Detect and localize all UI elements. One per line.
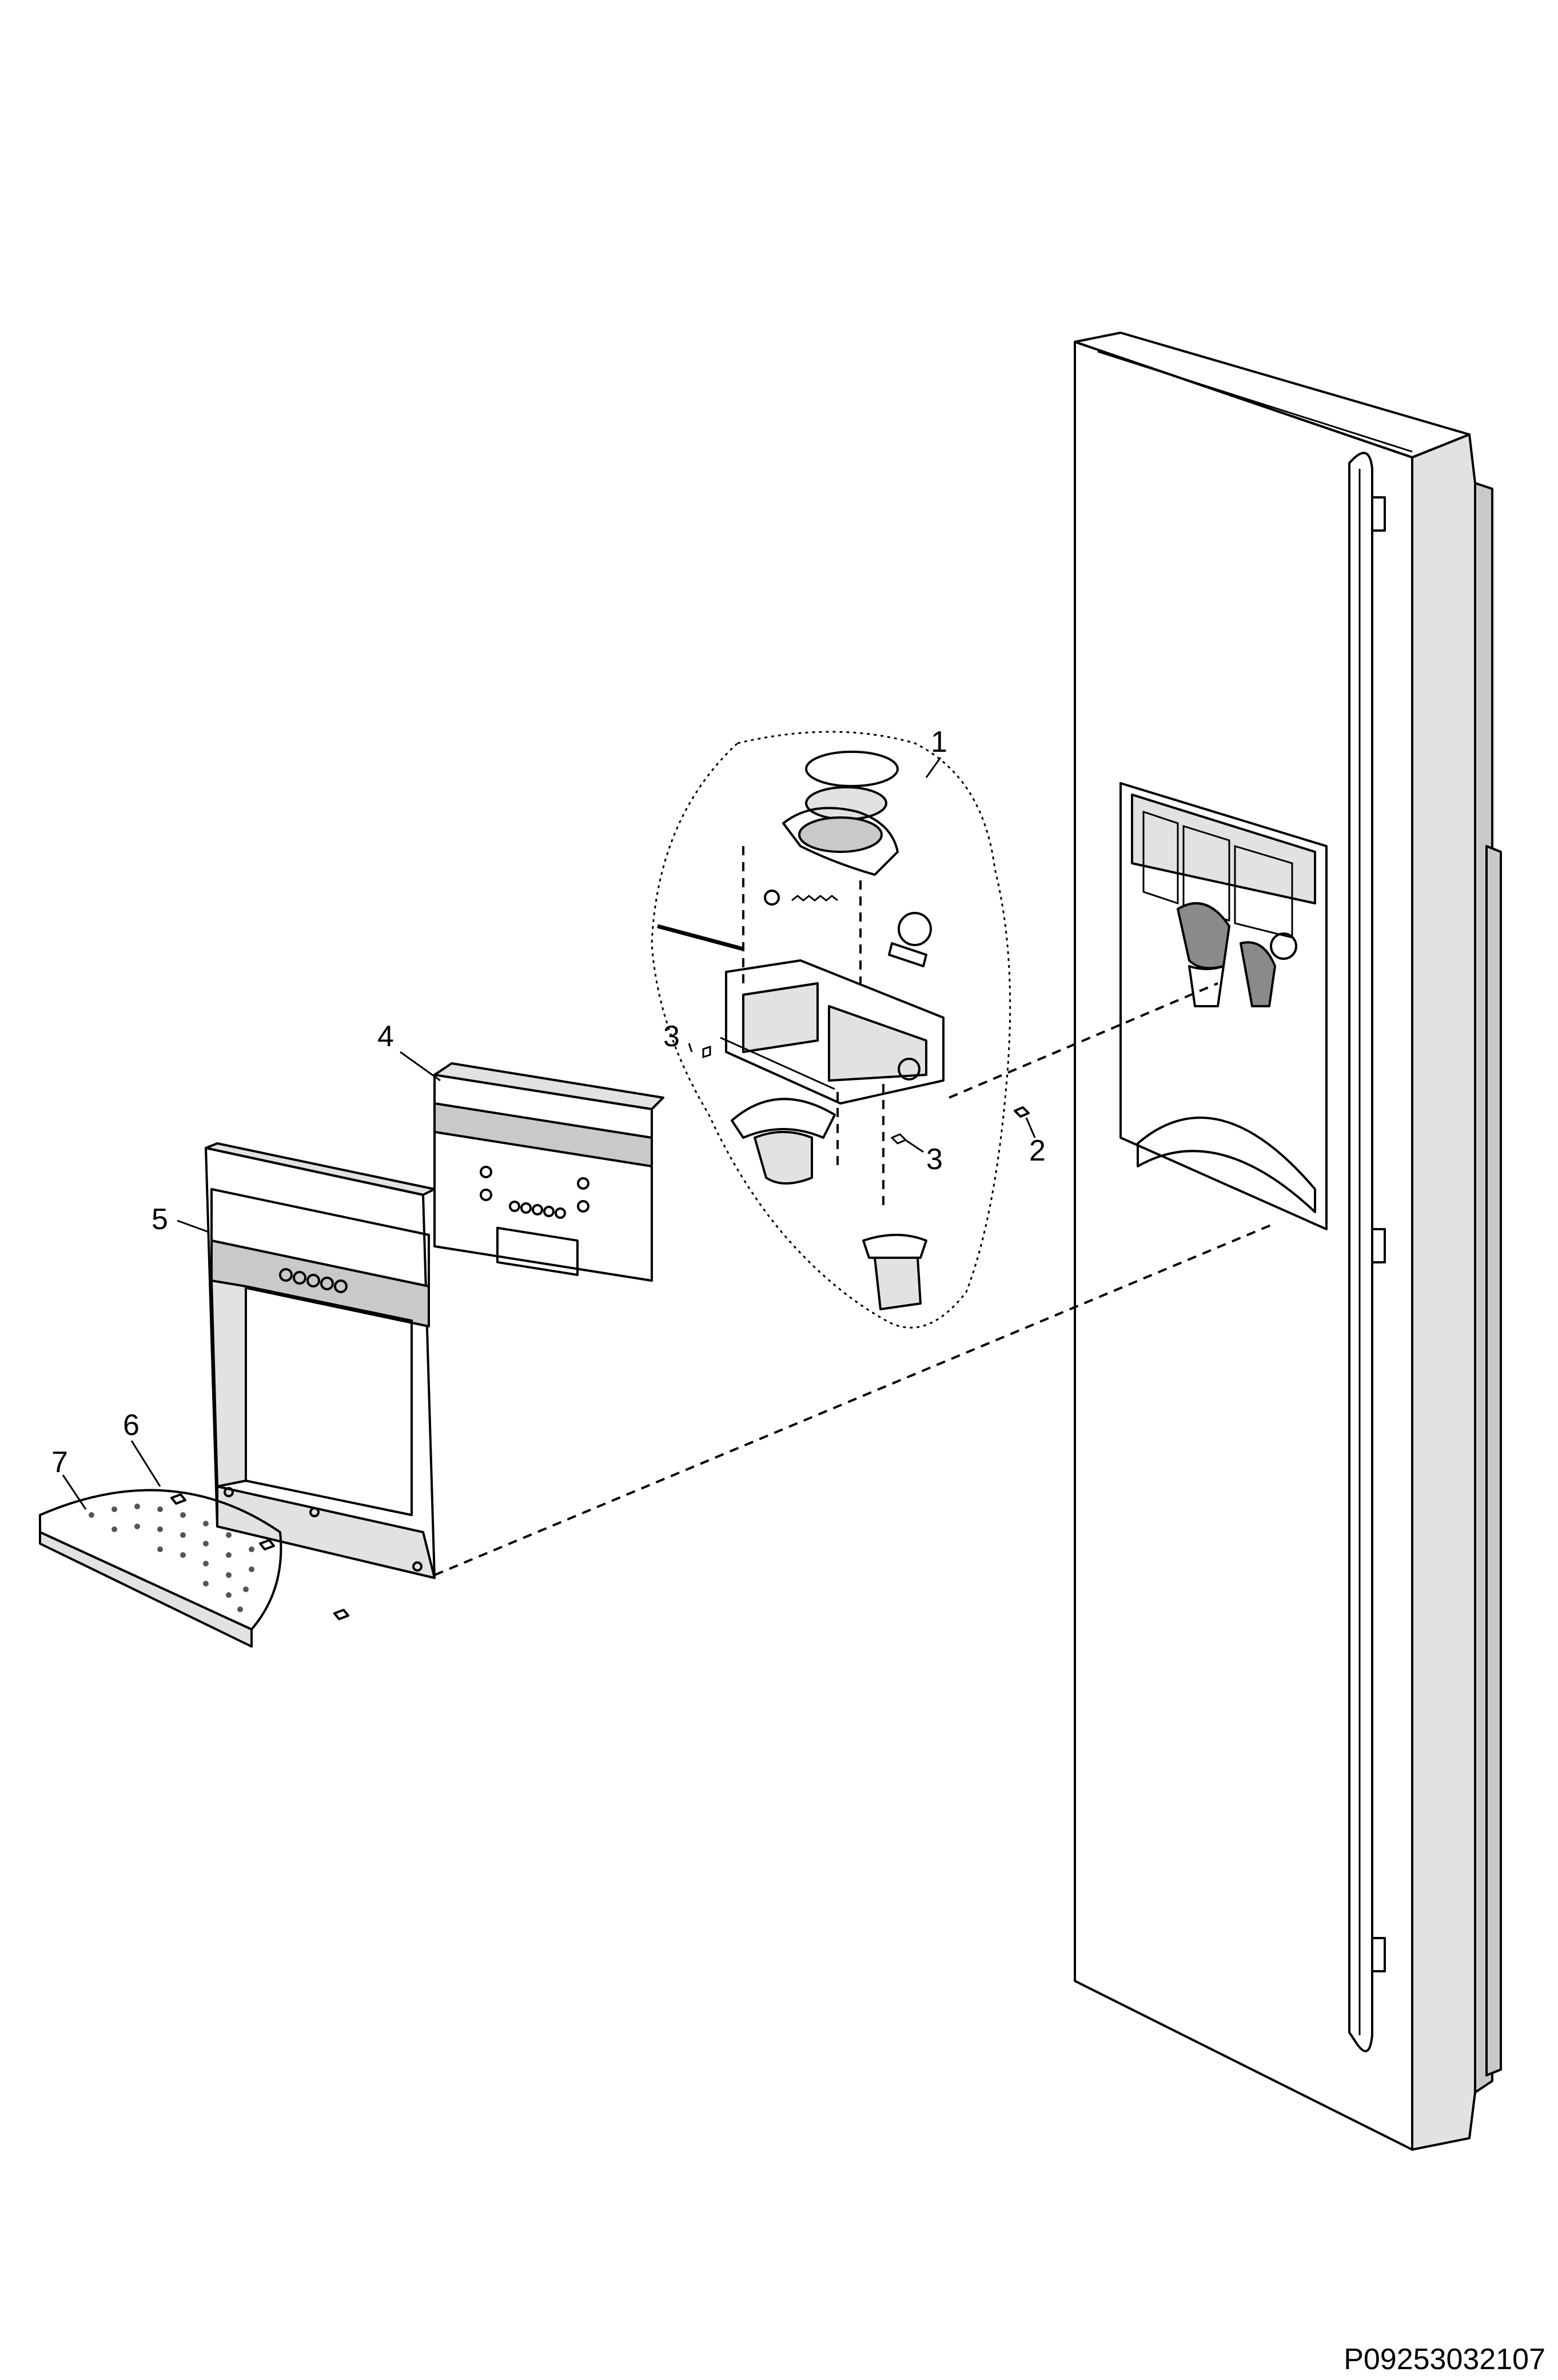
document-code: P09253032107 [1344, 2343, 1545, 2376]
callout-3a: 3 [663, 1020, 680, 1053]
screw-6 [170, 1493, 349, 1620]
assembly-line-upper [949, 982, 1218, 1099]
control-panel [433, 1062, 664, 1282]
refrigerator-door [1074, 332, 1502, 2151]
assembly-line-lower [434, 1222, 1276, 1576]
dispenser-assembly [651, 731, 1011, 1329]
drip-tray [39, 1489, 282, 1648]
callout-6: 6 [123, 1409, 140, 1442]
callout-1: 1 [931, 725, 947, 759]
leader-lines [62, 757, 1036, 1510]
callout-7: 7 [51, 1446, 68, 1479]
dispenser-cover [205, 1142, 436, 1579]
callout-2: 2 [1029, 1134, 1046, 1167]
callout-5: 5 [152, 1203, 168, 1236]
callout-3b: 3 [926, 1143, 943, 1176]
screw-2 [1014, 1106, 1030, 1118]
dispenser-recess [1119, 782, 1328, 1230]
callout-4: 4 [377, 1020, 394, 1053]
